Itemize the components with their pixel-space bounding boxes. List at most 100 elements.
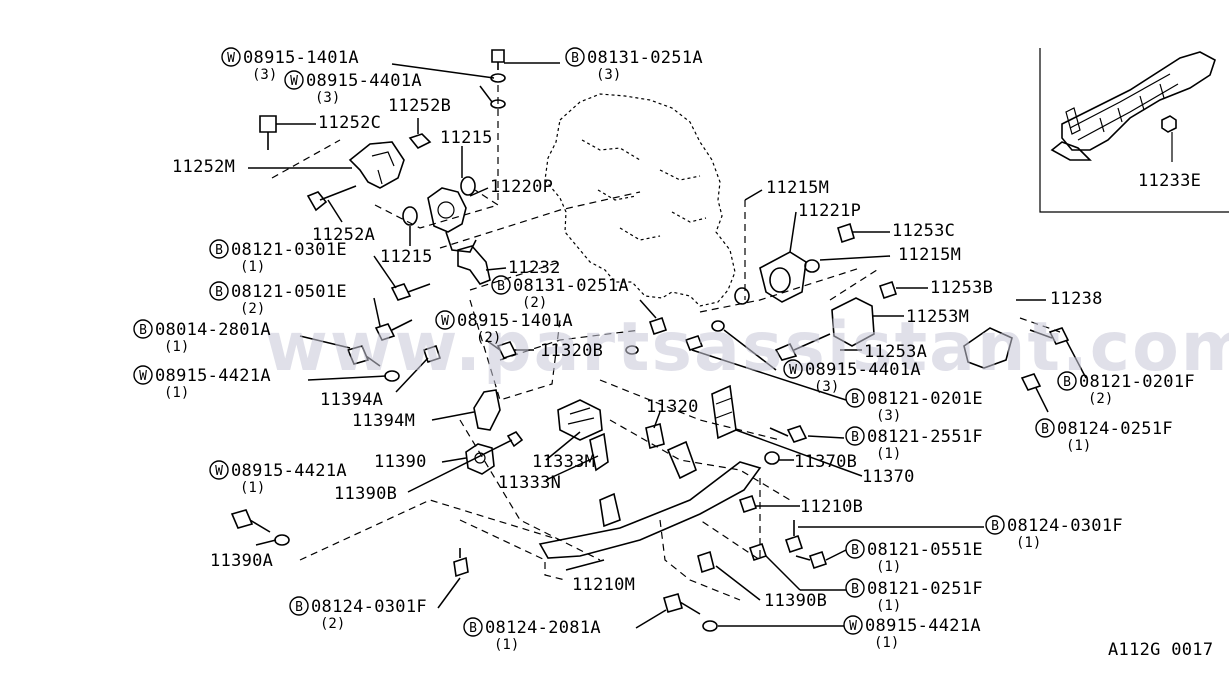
- part-number-text: 11221P: [798, 201, 861, 221]
- quantity-text: (3): [315, 90, 340, 106]
- label-p-11252a: 11252A: [312, 225, 375, 245]
- label-p-11253b: 11253B: [930, 278, 993, 298]
- bolt-symbol-circle: [845, 539, 865, 559]
- part-number-text: 08121-0201E: [867, 389, 983, 409]
- quantity-text: (2): [522, 295, 547, 311]
- label-p-11253m: 11253M: [906, 307, 969, 327]
- bolt-symbol-circle: [289, 596, 309, 616]
- quantity-text: (1): [240, 259, 265, 275]
- leader-lines: [248, 62, 1087, 629]
- washer-symbol-circle: [133, 365, 153, 385]
- part-number-text: 11215M: [898, 245, 961, 265]
- washer-symbol-circle: [843, 615, 863, 635]
- bolt-symbol-circle: [845, 388, 865, 408]
- label-p-11210b: 11210B: [800, 497, 863, 517]
- part-number-text: 08121-0551E: [867, 540, 983, 560]
- part-number-text: 08915-4421A: [865, 616, 981, 636]
- quantity-text: (1): [164, 385, 189, 401]
- label-prefix: B: [851, 430, 859, 445]
- part-number-text: 11394M: [352, 411, 415, 431]
- label-prefix: W: [227, 51, 235, 66]
- quantity-text: (1): [164, 339, 189, 355]
- bolt-symbol-circle: [845, 578, 865, 598]
- label-prefix: W: [849, 619, 857, 634]
- label-p-11394m: 11394M: [352, 411, 415, 431]
- washer-symbol-circle: [435, 310, 455, 330]
- label-prefix: B: [215, 285, 223, 300]
- quantity-text: (2): [476, 330, 501, 346]
- label-prefix: B: [851, 582, 859, 597]
- label-b-08131-0251a-mid: B 08131-0251A(2): [491, 275, 629, 311]
- label-p-11370b: 11370B: [794, 452, 857, 472]
- bolt-symbol-circle: [491, 275, 511, 295]
- part-number-text: 08121-2551F: [867, 427, 983, 447]
- engine-outline: [544, 93, 736, 307]
- part-number-text: 08124-0301F: [311, 597, 427, 617]
- label-p-11215-top: 11215: [440, 128, 492, 148]
- part-number-text: 11252C: [318, 113, 381, 133]
- label-p-11253a: 11253A: [864, 342, 927, 362]
- part-number-text: 11253B: [930, 278, 993, 298]
- bolt-symbol-circle: [845, 426, 865, 446]
- bolt-symbol-circle: [1057, 371, 1077, 391]
- bolt-symbol-circle: [565, 47, 585, 67]
- label-p-11221p: 11221P: [798, 201, 861, 221]
- parts: [230, 49, 1070, 632]
- label-p-11333n: 11333N: [498, 473, 561, 493]
- figure-code: A112G 0017: [1108, 640, 1213, 660]
- part-number-text: 11370: [862, 467, 915, 487]
- part-number-text: 11252B: [388, 96, 451, 116]
- label-prefix: B: [851, 543, 859, 558]
- bolt-symbol-circle: [209, 239, 229, 259]
- washer-symbol-circle: [284, 70, 304, 90]
- label-p-11253c: 11253C: [892, 221, 955, 241]
- part-number-text: 08915-4421A: [231, 461, 347, 481]
- label-p-11215m-a: 11215M: [766, 178, 829, 198]
- label-p-11320b: 11320B: [540, 341, 603, 361]
- inset-box: [1039, 48, 1229, 213]
- label-prefix: B: [497, 279, 505, 294]
- label-prefix: B: [469, 621, 477, 636]
- label-prefix: W: [290, 74, 298, 89]
- quantity-text: (3): [252, 67, 277, 83]
- part-number-text: 11253M: [906, 307, 969, 327]
- label-prefix: B: [1041, 422, 1049, 437]
- part-number-text: 11390B: [334, 484, 397, 504]
- label-p-11390b-right: 11390B: [764, 591, 827, 611]
- washer-symbol-circle: [221, 47, 241, 67]
- quantity-text: (1): [876, 446, 901, 462]
- part-number-text: 08131-0251A: [513, 276, 629, 296]
- label-prefix: B: [1063, 375, 1071, 390]
- part-number-text: 11252M: [172, 157, 235, 177]
- label-b-08121-2551f: B 08121-2551F(1): [845, 426, 983, 462]
- part-number-text: 11333N: [498, 473, 561, 493]
- quantity-text: (2): [240, 301, 265, 317]
- label-p-11370: 11370: [862, 467, 915, 487]
- label-p-11215m-b: 11215M: [898, 245, 961, 265]
- label-p-11390a: 11390A: [210, 551, 273, 571]
- label-p-11232: 11232: [508, 258, 560, 278]
- part-number-text: 08124-0301F: [1007, 516, 1123, 536]
- label-b-08121-0501e: B 08121-0501E(2): [209, 281, 347, 317]
- part-number-text: 11394A: [320, 390, 383, 410]
- label-prefix: W: [215, 464, 223, 479]
- part-number-text: 11320B: [540, 341, 603, 361]
- watermark-text: www.partsassistant.com: [265, 308, 1229, 387]
- label-prefix: B: [571, 51, 579, 66]
- part-number-text: 08121-0501E: [231, 282, 347, 302]
- label-p-11394a: 11394A: [320, 390, 383, 410]
